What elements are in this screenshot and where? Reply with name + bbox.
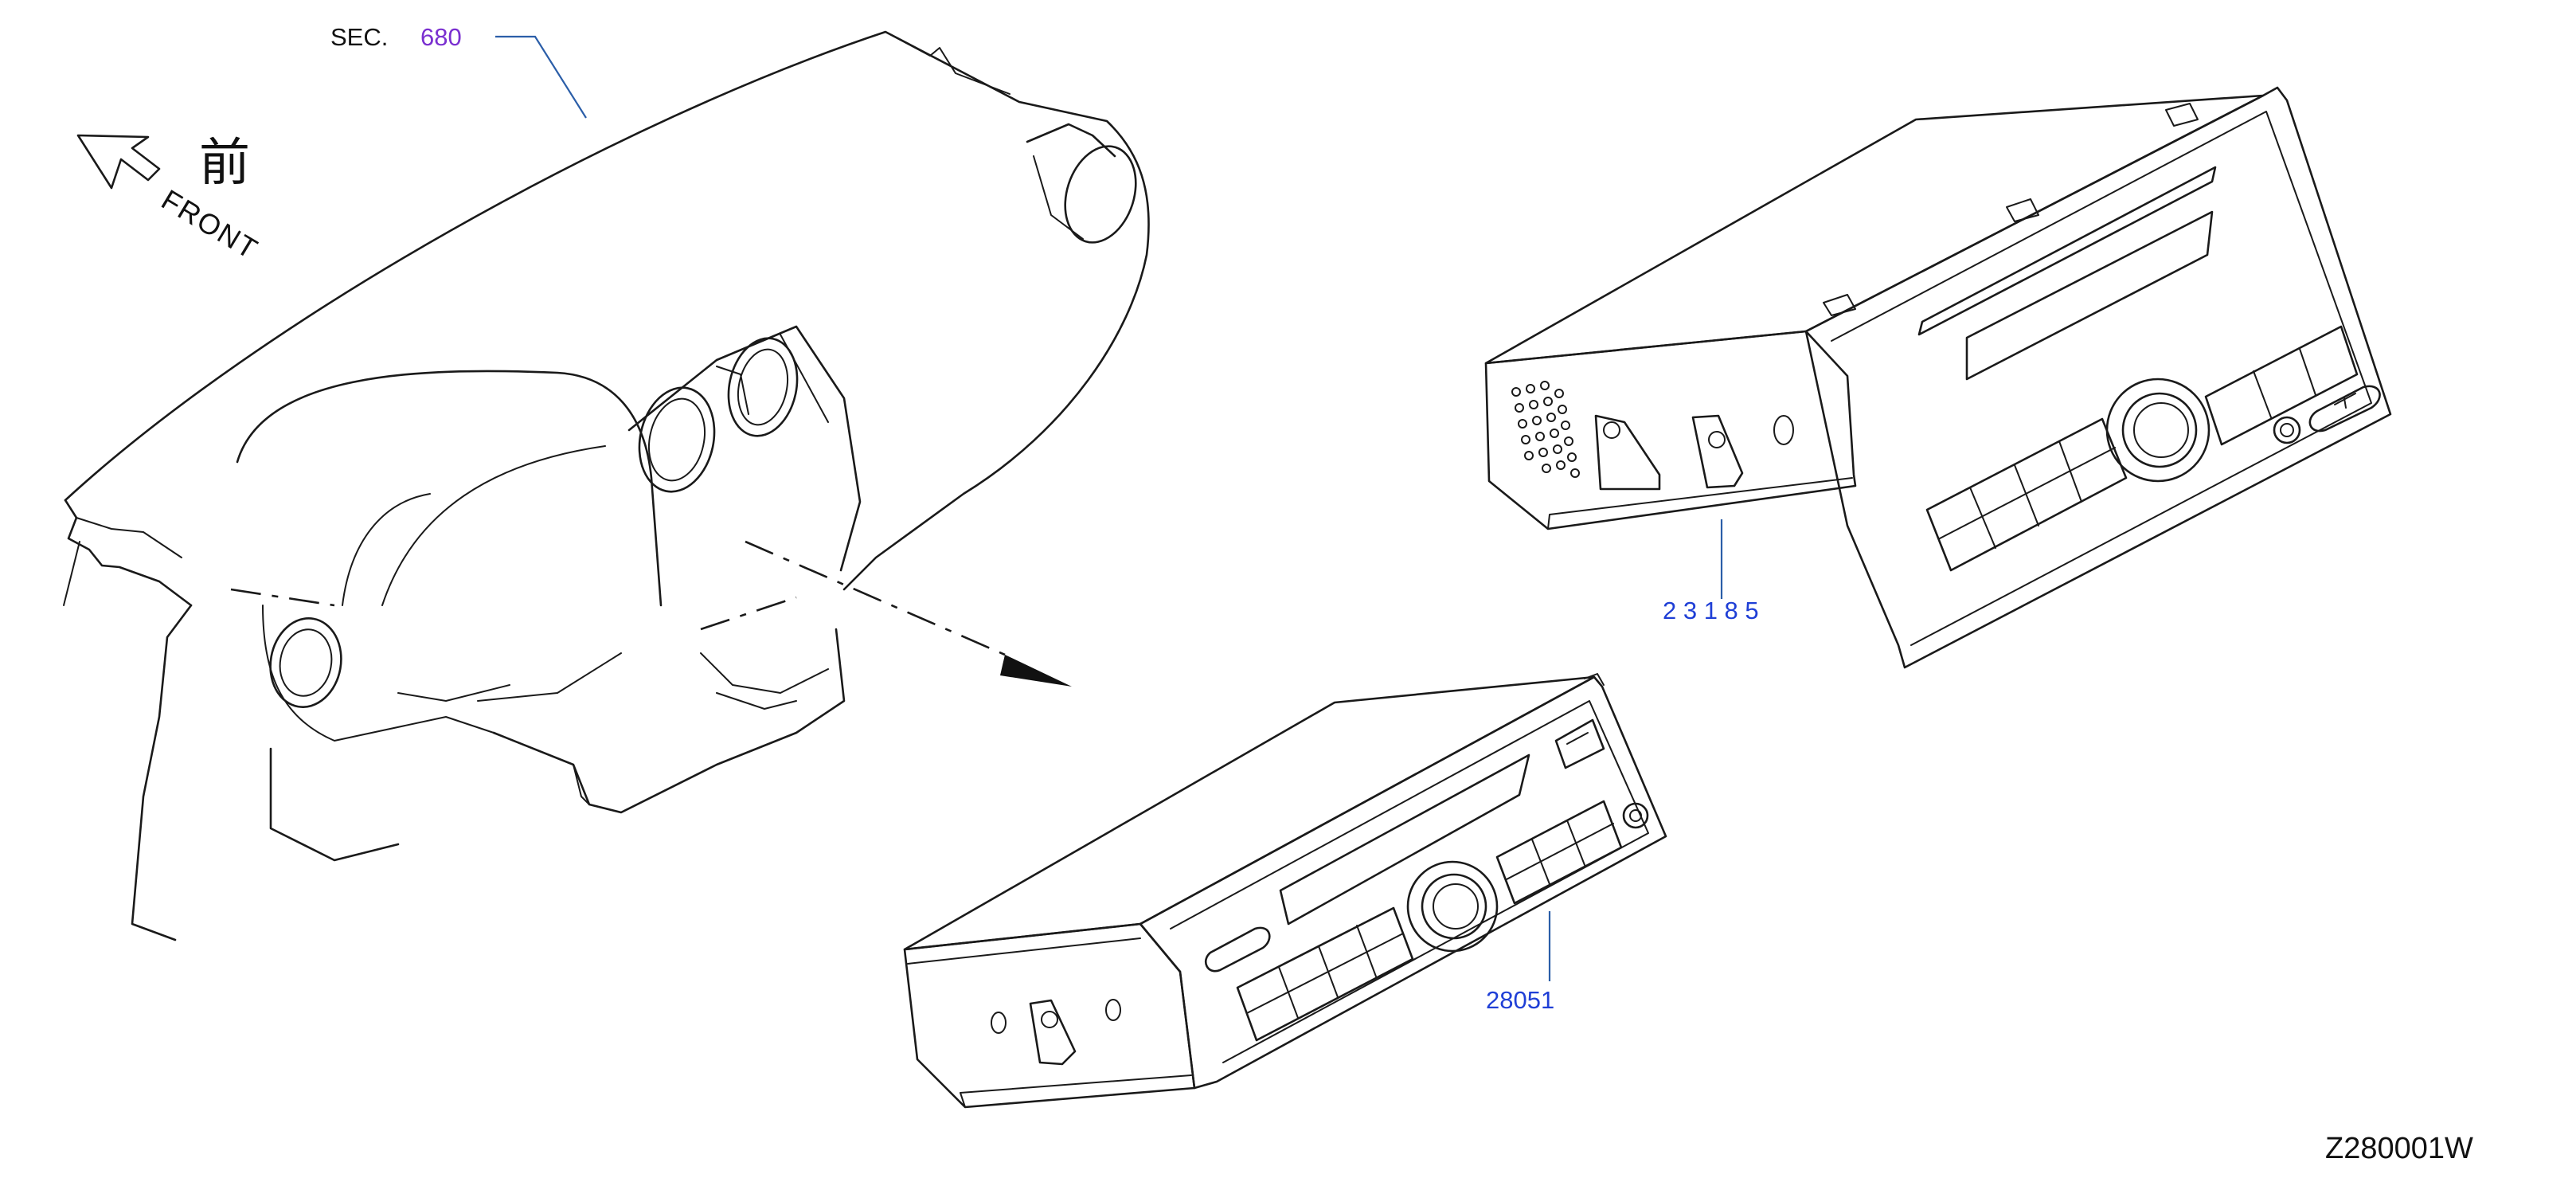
section-reference[interactable]: SEC. 680 xyxy=(330,23,587,119)
part-label-28051[interactable]: 28051 xyxy=(1486,986,1554,1014)
vent-grid xyxy=(1511,381,1580,478)
section-leader-line xyxy=(495,35,587,119)
exploded-view-arrow xyxy=(745,540,1072,687)
front-direction-indicator: 前 FRONT xyxy=(76,134,264,266)
arrow-head-icon xyxy=(1000,655,1072,687)
instrument-panel-drawing xyxy=(63,30,1150,941)
section-number[interactable]: 680 xyxy=(420,23,462,51)
audio-unit-upper[interactable] xyxy=(1484,86,2392,669)
audio-unit-lower[interactable] xyxy=(903,673,1667,1109)
figure-code: Z280001W xyxy=(2325,1132,2473,1165)
front-label: FRONT xyxy=(156,183,264,266)
part-label-28185[interactable]: 2 3 1 8 5 xyxy=(1663,597,1759,624)
front-kanji: 前 xyxy=(199,134,250,193)
section-prefix: SEC. xyxy=(330,23,388,51)
front-arrow-icon xyxy=(76,134,161,190)
